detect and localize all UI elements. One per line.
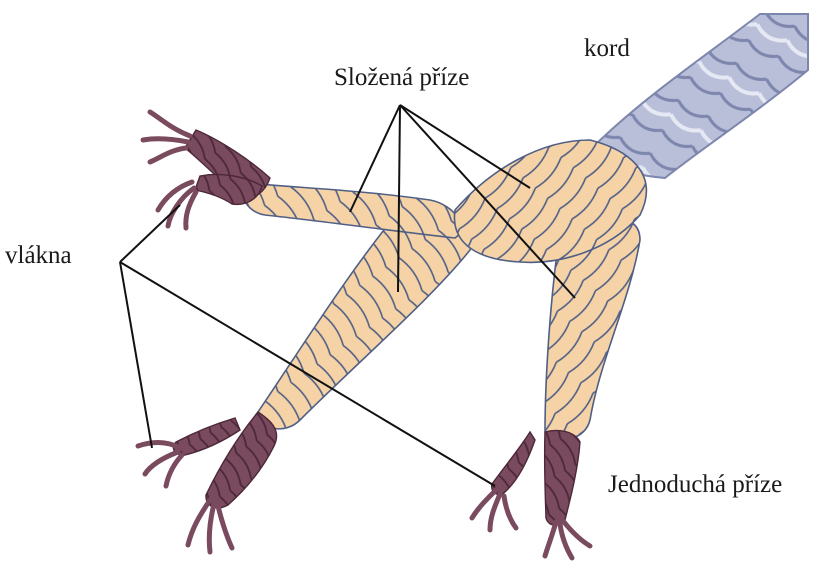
fiber-tufts-lower-right bbox=[472, 490, 590, 558]
single-yarn-lower-left bbox=[173, 412, 276, 508]
label-cord: kord bbox=[584, 36, 630, 61]
leader-fiber-1 bbox=[120, 205, 180, 262]
label-fibers: vlákna bbox=[5, 243, 72, 268]
label-single-yarn: Jednoduchá příze bbox=[608, 472, 782, 497]
plied-yarn-diagonal bbox=[258, 207, 472, 428]
label-plied-yarn: Složená příze bbox=[334, 65, 469, 90]
fiber-tufts-upper-left bbox=[143, 112, 196, 228]
leader-fiber-2 bbox=[120, 262, 152, 448]
